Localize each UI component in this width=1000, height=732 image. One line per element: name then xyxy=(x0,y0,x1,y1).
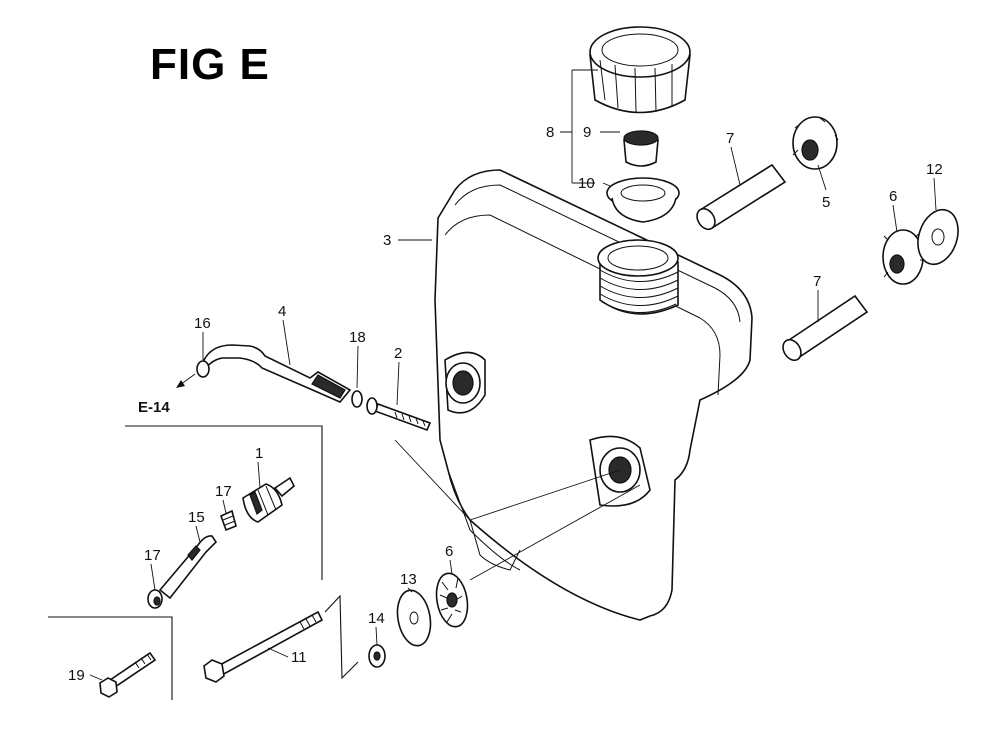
callout-7-upper: 7 xyxy=(726,130,734,147)
callout-5: 5 xyxy=(822,194,830,211)
callout-12: 12 xyxy=(926,161,943,178)
washer-12 xyxy=(917,208,959,266)
bolt-11 xyxy=(203,610,324,683)
clip-16 xyxy=(196,360,210,378)
filler-neck xyxy=(597,239,679,315)
spacer-tube-upper xyxy=(696,163,787,231)
callout-13: 13 xyxy=(400,571,417,588)
callout-6-right: 6 xyxy=(889,188,897,205)
callout-labels: 1 2 3 4 5 6 6 7 7 8 9 10 11 12 13 14 15 … xyxy=(68,124,943,684)
spacer-tube-lower xyxy=(782,294,869,362)
callout-15: 15 xyxy=(188,509,205,526)
inset-box xyxy=(48,425,359,700)
fuel-tube-15 xyxy=(158,535,218,600)
callout-11: 11 xyxy=(291,649,307,666)
callout-17-lower: 17 xyxy=(144,547,161,564)
washer-14 xyxy=(368,644,386,668)
cap-gasket xyxy=(606,177,680,223)
callout-2: 2 xyxy=(394,345,402,362)
filler-cap xyxy=(589,26,691,114)
callout-9: 9 xyxy=(583,124,591,141)
bolt-19 xyxy=(99,651,157,698)
rubber-mount-upper xyxy=(792,116,839,170)
callout-8: 8 xyxy=(546,124,554,141)
cap-insert xyxy=(623,130,659,167)
callout-10: 10 xyxy=(578,175,595,192)
callout-19: 19 xyxy=(68,667,85,684)
callout-18: 18 xyxy=(349,329,366,346)
reference-e-14: E-14 xyxy=(138,399,170,416)
bolt-2 xyxy=(366,397,432,432)
fuel-filter xyxy=(242,476,295,523)
figure-title: FIG E xyxy=(150,40,270,89)
callout-16: 16 xyxy=(194,315,211,332)
callout-3: 3 xyxy=(383,232,391,249)
washer-13 xyxy=(396,589,432,647)
fuel-tube xyxy=(203,344,352,403)
clip-17-upper xyxy=(219,509,237,532)
callout-7-lower: 7 xyxy=(813,273,821,290)
rubber-mount-lower xyxy=(435,572,469,628)
clip-18 xyxy=(351,390,363,408)
callout-6-lower: 6 xyxy=(445,543,453,560)
callout-4: 4 xyxy=(278,303,286,320)
fuel-tank xyxy=(394,169,753,621)
callout-14: 14 xyxy=(368,610,385,627)
callout-17-upper: 17 xyxy=(215,483,232,500)
clip-17-lower xyxy=(147,589,163,609)
callout-1: 1 xyxy=(255,445,263,462)
leader-lines xyxy=(89,69,937,681)
